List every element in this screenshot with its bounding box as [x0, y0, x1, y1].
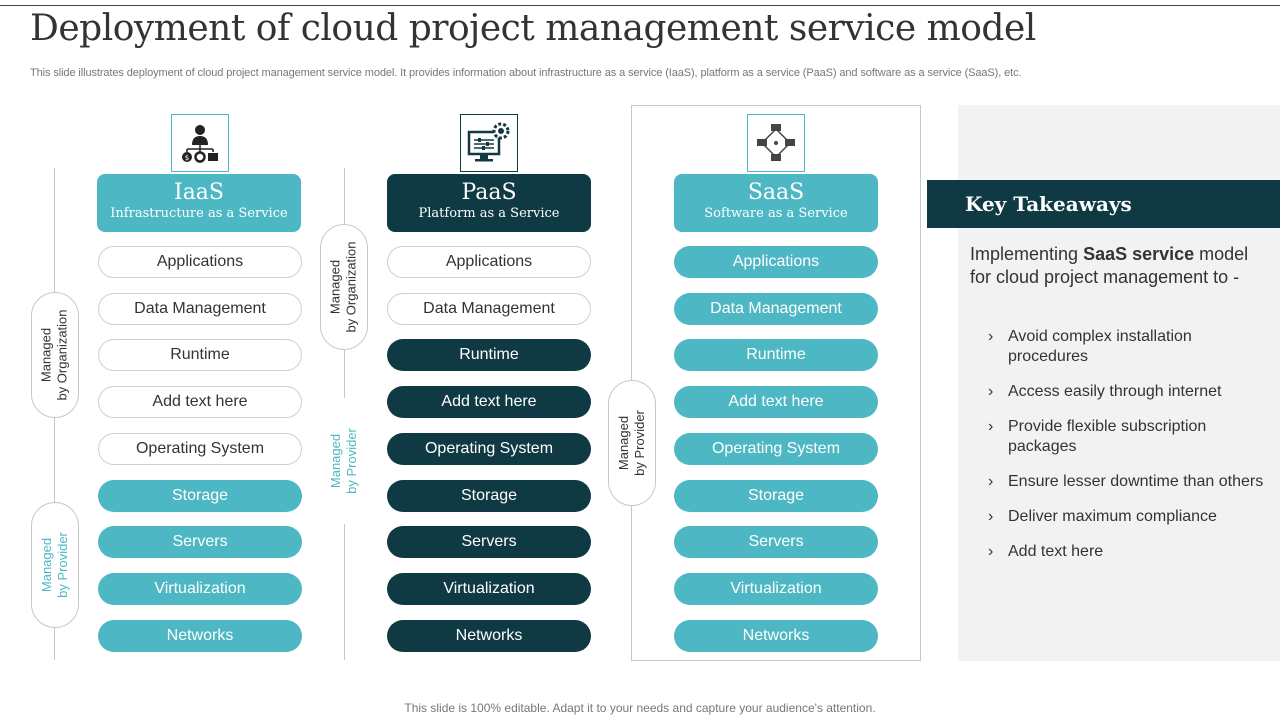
saas-layer-operating-system: Operating System: [674, 433, 878, 465]
lead-text-end: model for cloud project management to -: [970, 244, 1249, 287]
managed-by-organization-label: Managed by Organization: [39, 309, 70, 401]
paas-layer-runtime: Runtime: [387, 339, 591, 371]
saas-header: SaaS Software as a Service: [674, 174, 878, 232]
iaas-layer-operating-system: Operating System: [98, 433, 302, 465]
takeaway-item: › Ensure lesser downtime than others: [986, 472, 1276, 492]
paas-layer-networks: Networks: [387, 620, 591, 652]
chevron-right-icon: ›: [988, 328, 994, 345]
iaas-layer-networks: Networks: [98, 620, 302, 652]
paas-header: PaaS Platform as a Service: [387, 174, 591, 232]
iaas-layer-servers: Servers: [98, 526, 302, 558]
takeaway-item: › Provide flexible subscription packages: [986, 417, 1276, 457]
saas-layer-data-management: Data Management: [674, 293, 878, 325]
paas-layer-applications: Applications: [387, 246, 591, 278]
iaas-header: IaaS Infrastructure as a Service: [97, 174, 301, 232]
iaas-managed-by-organization: Managed by Organization: [31, 292, 79, 418]
iaas-icon-box: $: [171, 114, 229, 172]
takeaway-text: Provide flexible subscription packages: [1008, 418, 1207, 455]
takeaway-item: › Access easily through internet: [986, 382, 1276, 402]
key-takeaways-lead: Implementing SaaS service model for clou…: [970, 243, 1260, 289]
paas-managed-by-organization: Managed by Organization: [320, 224, 368, 350]
paas-layer-storage: Storage: [387, 480, 591, 512]
chevron-right-icon: ›: [988, 508, 994, 525]
organization-hierarchy-icon: $: [182, 125, 218, 163]
iaas-layer-data-management: Data Management: [98, 293, 302, 325]
saas-layer-runtime: Runtime: [674, 339, 878, 371]
saas-layer-storage: Storage: [674, 480, 878, 512]
takeaway-item: › Avoid complex installation procedures: [986, 327, 1276, 367]
paas-layer-operating-system: Operating System: [387, 433, 591, 465]
paas-managed-by-provider: Managed by Provider: [320, 398, 368, 524]
chevron-right-icon: ›: [988, 418, 994, 435]
saas-icon-box: [747, 114, 805, 172]
network-computers-icon: [757, 124, 795, 161]
paas-icon-box: [460, 114, 518, 172]
paas-layer-virtualization: Virtualization: [387, 573, 591, 605]
lead-emphasis: SaaS service: [1083, 244, 1195, 264]
iaas-layer-virtualization: Virtualization: [98, 573, 302, 605]
takeaway-item: › Deliver maximum compliance: [986, 507, 1276, 527]
takeaway-text: Deliver maximum compliance: [1008, 508, 1217, 525]
iaas-layer-runtime: Runtime: [98, 339, 302, 371]
saas-layer-networks: Networks: [674, 620, 878, 652]
saas-layer-add-text: Add text here: [674, 386, 878, 418]
chevron-right-icon: ›: [988, 383, 994, 400]
key-takeaways-heading: Key Takeaways: [927, 180, 1280, 228]
takeaway-text: Avoid complex installation procedures: [1008, 328, 1192, 365]
top-rule: [0, 5, 1280, 6]
saas-layer-applications: Applications: [674, 246, 878, 278]
saas-layer-servers: Servers: [674, 526, 878, 558]
lead-text: Implementing: [970, 244, 1084, 264]
iaas-full-name: Infrastructure as a Service: [110, 206, 288, 221]
paas-abbreviation: PaaS: [461, 180, 517, 205]
paas-layer-add-text: Add text here: [387, 386, 591, 418]
saas-layer-virtualization: Virtualization: [674, 573, 878, 605]
iaas-layer-storage: Storage: [98, 480, 302, 512]
takeaway-text: Add text here: [1008, 543, 1104, 560]
monitor-gear-icon: [467, 122, 510, 162]
takeaway-item: › Add text here: [986, 542, 1276, 562]
paas-layer-data-management: Data Management: [387, 293, 591, 325]
iaas-layer-applications: Applications: [98, 246, 302, 278]
iaas-layer-add-text: Add text here: [98, 386, 302, 418]
saas-abbreviation: SaaS: [747, 180, 805, 205]
saas-full-name: Software as a Service: [704, 206, 848, 221]
key-takeaways-list: › Avoid complex installation procedures ›…: [986, 327, 1276, 577]
managed-by-provider-label: Managed by Provider: [616, 410, 647, 476]
paas-layer-servers: Servers: [387, 526, 591, 558]
managed-by-provider-label: Managed by Provider: [39, 532, 70, 598]
takeaway-text: Ensure lesser downtime than others: [1008, 473, 1264, 490]
iaas-managed-by-provider: Managed by Provider: [31, 502, 79, 628]
takeaway-text: Access easily through internet: [1008, 383, 1222, 400]
page-title: Deployment of cloud project management s…: [30, 8, 1036, 49]
saas-managed-by-provider: Managed by Provider: [608, 380, 656, 506]
managed-by-organization-label: Managed by Organization: [328, 241, 359, 333]
paas-full-name: Platform as a Service: [418, 206, 560, 221]
footer-note: This slide is 100% editable. Adapt it to…: [404, 701, 876, 715]
managed-by-provider-label: Managed by Provider: [328, 428, 359, 494]
svg-text:$: $: [185, 154, 189, 162]
chevron-right-icon: ›: [988, 473, 994, 490]
page-subtitle: This slide illustrates deployment of clo…: [30, 67, 1022, 79]
iaas-abbreviation: IaaS: [174, 180, 224, 205]
chevron-right-icon: ›: [988, 543, 994, 560]
